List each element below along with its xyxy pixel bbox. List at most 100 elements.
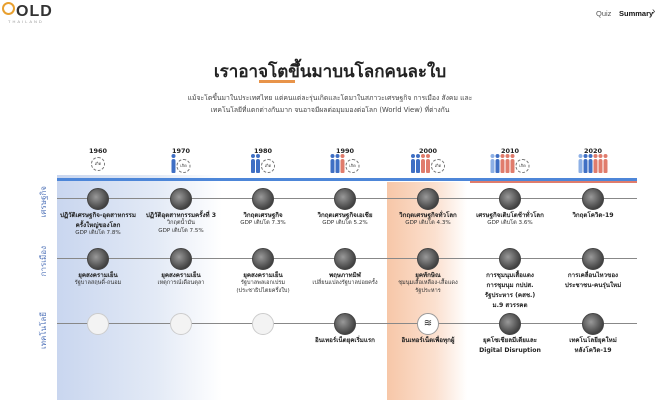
event-detail: GDP เติบโต 7.3% <box>240 220 286 226</box>
event-detail: GDP เติบโต 7.5% <box>158 227 204 234</box>
event-photo-placeholder <box>252 313 274 335</box>
person-icon <box>598 154 603 173</box>
event-detail: รัฐประหาร <box>415 287 441 294</box>
generation-figures: เกิด <box>330 154 360 173</box>
birth-marker: เกิด <box>261 159 275 173</box>
event-title: เศรษฐกิจเติบโตช้าทั่วโลก <box>476 212 544 219</box>
economy-event[interactable]: ปฏิวัติเศรษฐกิจ-อุตสาหกรรม ครั้งใหญ่ของโ… <box>43 188 153 238</box>
subtitle-line-1: แม้จะโตขึ้นมาในประเทศไทย แต่คนแต่ละรุ่นเ… <box>187 94 473 102</box>
person-icon <box>500 154 505 173</box>
event-title: ประชาชน-คนรุ่นใหม่ <box>564 282 622 289</box>
event-title: Digital Disruption <box>479 347 541 354</box>
technology-event[interactable]: อินเทอร์เน็ตยุคเริ่มแรก <box>290 313 400 345</box>
event-detail: GDP เติบโต 7.8% <box>75 230 121 236</box>
event-title: อินเทอร์เน็ตยุคเริ่มแรก <box>315 337 375 344</box>
event-photo <box>417 248 439 270</box>
event-photo <box>87 248 109 270</box>
generation-figures: เกิด <box>411 154 445 173</box>
politics-event[interactable]: ยุคสงครามเย็น เหตุการณ์เดือนตุลา <box>126 248 236 288</box>
technology-event[interactable]: ≋ อินเทอร์เน็ตเพื่อทุกผู้ <box>373 313 483 345</box>
title-underline <box>259 80 295 83</box>
politics-event[interactable]: ยุคทักษิณ ชุมนุมเสื้อเหลือง-เสื้อแดง รัฐ… <box>373 248 483 295</box>
event-detail: เปลี่ยนแปลงรัฐบาลบ่อยครั้ง <box>312 280 378 286</box>
politics-event[interactable]: การชุมนุมเสื้อแดง การชุมนุม กปปส. รัฐประ… <box>455 248 565 310</box>
event-title: ยุคสงครามเย็น <box>78 272 118 279</box>
generation-figures: เกิด <box>171 154 191 173</box>
person-icon <box>416 154 420 173</box>
person-icon <box>256 154 260 173</box>
generation-figures: เกิด <box>490 154 530 173</box>
person-icon <box>171 154 176 173</box>
year-label: 1990 <box>335 147 355 155</box>
event-title: หลังโควิด-19 <box>574 347 612 354</box>
birth-marker: เกิด <box>176 159 191 173</box>
economy-event[interactable]: วิกฤตโควิด-19 <box>538 188 648 220</box>
event-detail: (ประชาธิปไตยครึ่งใบ) <box>236 287 290 294</box>
person-icon <box>335 154 340 173</box>
person-icon <box>588 154 593 173</box>
nav-summary-link[interactable]: Summary <box>619 9 654 18</box>
logo[interactable]: OLD <box>2 2 53 21</box>
event-detail: รัฐบาลพลเอกเปรม <box>240 280 286 286</box>
economy-event[interactable]: วิกฤตเศรษฐกิจ GDP เติบโต 7.3% <box>208 188 318 228</box>
logo-subtitle: THAILAND <box>8 19 44 24</box>
year-label: 2010 <box>500 147 520 155</box>
event-title: ยุคสงครามเย็น <box>243 272 283 279</box>
event-title: วิกฤตเศรษฐกิจเอเชีย <box>317 212 373 219</box>
event-detail: เหตุการณ์เดือนตุลา <box>157 280 205 286</box>
birth-marker: เกิด <box>515 159 530 173</box>
event-title: การชุมนุมเสื้อแดง <box>486 272 534 279</box>
next-arrow-icon[interactable]: › <box>652 6 656 17</box>
event-photo <box>252 188 274 210</box>
person-icon <box>411 154 415 173</box>
person-icon <box>330 154 335 173</box>
person-icon <box>251 154 255 173</box>
event-photo <box>252 248 274 270</box>
generation-figures: เกิด <box>91 157 105 171</box>
event-title: ปฏิวัติเศรษฐกิจ-อุตสาหกรรม <box>60 212 136 219</box>
birth-marker: เกิด <box>91 157 105 171</box>
person-icon <box>421 154 425 173</box>
event-photo <box>334 248 356 270</box>
economy-event[interactable]: วิกฤตเศรษฐกิจเอเชีย GDP เติบโต 5.2% <box>290 188 400 228</box>
event-photo-placeholder <box>170 313 192 335</box>
page-title: เราอาจโตขึ้นมาบนโลกคนละใบ <box>213 62 447 82</box>
page-subtitle: แม้จะโตขึ้นมาในประเทศไทย แต่คนแต่ละรุ่นเ… <box>160 92 500 116</box>
person-icon <box>593 154 598 173</box>
politics-event[interactable]: ยุคสงครามเย็น รัฐบาลพลเอกเปรม (ประชาธิปไ… <box>208 248 318 295</box>
event-photo-placeholder <box>87 313 109 335</box>
technology-event[interactable]: เทคโนโลยียุคใหม่ หลังโควิด-19 <box>538 313 648 355</box>
birth-marker: เกิด <box>345 159 360 173</box>
event-title: การเคลื่อนไหวของ <box>567 272 619 279</box>
event-title: ยุคสงครามเย็น <box>161 272 201 279</box>
event-photo <box>170 188 192 210</box>
politics-event[interactable]: การเคลื่อนไหวของ ประชาชน-คนรุ่นใหม่ <box>538 248 648 290</box>
event-photo <box>334 188 356 210</box>
technology-event[interactable]: ยุคโซเชียลมีเดียและ Digital Disruption <box>455 313 565 355</box>
event-title: ม.9 สวรรคต <box>492 302 528 309</box>
event-photo <box>87 188 109 210</box>
politics-event[interactable]: พฤษภาทมิฬ เปลี่ยนแปลงรัฐบาลบ่อยครั้ง <box>290 248 400 288</box>
person-icon <box>505 154 510 173</box>
event-detail: GDP เติบโต 3.6% <box>487 220 533 226</box>
event-title: การชุมนุม กปปส. <box>486 282 534 289</box>
nav-quiz-link[interactable]: Quiz <box>596 9 612 18</box>
event-title: อินเทอร์เน็ตเพื่อทุกผู้ <box>401 337 455 344</box>
event-photo <box>334 313 356 335</box>
year-label: 2000 <box>418 147 438 155</box>
politics-event[interactable]: ยุคสงครามเย็น รัฐบาลสฤษดิ์-ถนอม <box>43 248 153 288</box>
event-title: วิกฤตเศรษฐกิจทั่วโลก <box>399 212 457 219</box>
event-title: วิกฤตโควิด-19 <box>572 212 614 219</box>
person-icon <box>426 154 430 173</box>
event-detail: วิกฤตน้ำมัน <box>166 220 196 226</box>
generation-figures <box>578 154 608 173</box>
timeline-bar <box>57 178 637 181</box>
economy-event[interactable]: วิกฤตเศรษฐกิจทั่วโลก GDP เติบโต 4.3% <box>373 188 483 228</box>
event-title: เทคโนโลยียุคใหม่ <box>569 337 617 344</box>
event-title: รัฐประหาร (คสช.) <box>484 292 536 299</box>
year-label: 1980 <box>253 147 273 155</box>
economy-event[interactable]: เศรษฐกิจเติบโตช้าทั่วโลก GDP เติบโต 3.6% <box>455 188 565 228</box>
event-title: ยุคโซเชียลมีเดียและ <box>483 337 537 344</box>
year-label: 2020 <box>583 147 603 155</box>
economy-event[interactable]: ปฏิวัติอุตสาหกรรมครั้งที่ 3 วิกฤตน้ำมัน … <box>126 188 236 235</box>
